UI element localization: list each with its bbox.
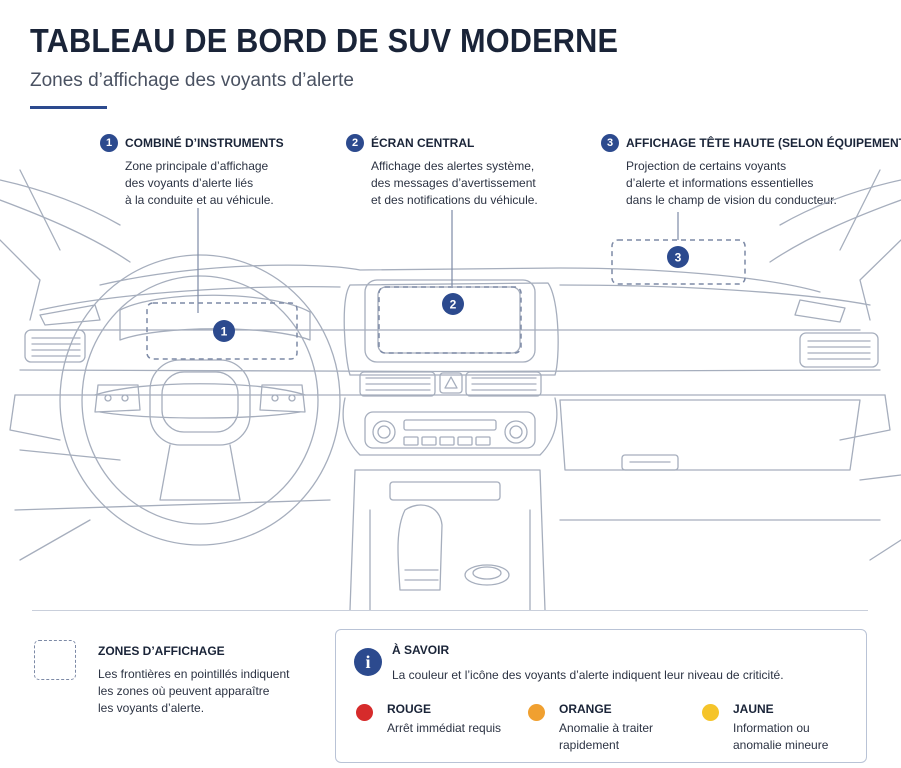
callout-title-1: COMBINÉ D’INSTRUMENTS [125,136,284,150]
gear-shifter [397,504,443,591]
callout-3-line: d’alerte et informations essentielles [626,176,814,190]
zone-central-screen [378,286,522,354]
zone-marker-2-label: 2 [450,298,457,312]
info-text: La couleur et l’icône des voyants d’aler… [392,668,784,682]
center-right-vent [465,371,542,397]
callout-2-line: et des notifications du véhicule. [371,193,538,207]
severity-yellow-description: Information ou anomalie mineure [733,720,828,754]
steering-wheel-hub [149,359,251,446]
legend-line: Les frontières en pointillés indiquent [98,667,290,681]
severity-line: Anomalie à traiter [559,721,654,735]
callout-description-1: Zone principale d’affichage des voyants … [125,158,284,209]
zone-marker-3 [667,246,689,268]
info-icon: i [354,648,382,676]
zone-marker-2 [442,293,464,315]
callout-3-line: dans le champ de vision du conducteur. [626,193,837,207]
callout-head-up-display: 3 AFFICHAGE TÊTE HAUTE (SELON ÉQUIPEMENT… [601,134,901,209]
zone-marker-1 [213,320,235,342]
callout-title-3: AFFICHAGE TÊTE HAUTE (SELON ÉQUIPEMENT) [626,136,901,150]
legend-description: Les frontières en pointillés indiquent l… [98,666,289,717]
callout-3-line: Projection de certains voyants [626,159,787,173]
callout-instrument-cluster: 1 COMBINÉ D’INSTRUMENTS Zone principale … [100,134,284,209]
callout-central-screen: 2 ÉCRAN CENTRAL Affichage des alertes sy… [346,134,538,209]
info-title: À SAVOIR [392,643,450,657]
info-panel [335,629,867,763]
page-subtitle: Zones d’affichage des voyants d’alerte [30,70,354,91]
title-underline [30,106,107,109]
zone-head-up-display [611,239,746,285]
dashboard-top [99,264,821,293]
severity-red-description: Arrêt immédiat requis [387,720,501,737]
zone-instrument-cluster [146,302,298,360]
zone-marker-1-label: 1 [221,325,228,339]
right-air-vent [799,332,879,368]
callout-2-line: des messages d’avertissement [371,176,536,190]
severity-line: Arrêt immédiat requis [387,721,502,735]
severity-yellow-name: JAUNE [733,702,774,716]
callout-1-line: Zone principale d’affichage [125,159,269,173]
severity-line: rapidement [559,738,620,752]
callout-description-3: Projection de certains voyants d’alerte … [626,158,901,209]
callout-description-2: Affichage des alertes système, des messa… [371,158,538,209]
callout-number-2: 2 [346,134,364,152]
steering-wheel [59,254,341,546]
severity-orange-name: ORANGE [559,702,612,716]
zone-marker-3-label: 3 [675,251,682,265]
severity-line: anomalie mineure [733,738,829,752]
severity-line: Information ou [733,721,810,735]
callout-number-3: 3 [601,134,619,152]
callout-number-1: 1 [100,134,118,152]
left-pillar [0,199,131,263]
instrument-cluster-hood [119,294,311,341]
legend-title: ZONES D’AFFICHAGE [98,644,225,658]
legend-dashed-box-icon [34,640,76,680]
section-divider [32,610,868,611]
legend-line: les voyants d’alerte. [98,701,205,715]
hazard-button [439,372,463,394]
red-dot-icon [356,704,373,721]
cup-holder [464,564,510,586]
callout-1-line: des voyants d’alerte liés [125,176,254,190]
left-air-vent [24,329,86,363]
yellow-dot-icon [702,704,719,721]
callout-title-2: ÉCRAN CENTRAL [371,136,475,150]
callout-2-line: Affichage des alertes système, [371,159,535,173]
glovebox [559,399,861,471]
center-left-vent [359,371,436,397]
severity-red-name: ROUGE [387,702,432,716]
legend-line: les zones où peuvent apparaître [98,684,270,698]
orange-dot-icon [528,704,545,721]
right-pillar [769,199,901,263]
callout-1-line: à la conduite et au véhicule. [125,193,274,207]
severity-orange-description: Anomalie à traiter rapidement [559,720,653,754]
page-title: TABLEAU DE BORD DE SUV MODERNE [30,22,619,59]
center-screen-bezel [343,282,559,376]
dashboard-illustration: 1 2 3 [0,169,901,610]
climate-panel [364,411,536,449]
